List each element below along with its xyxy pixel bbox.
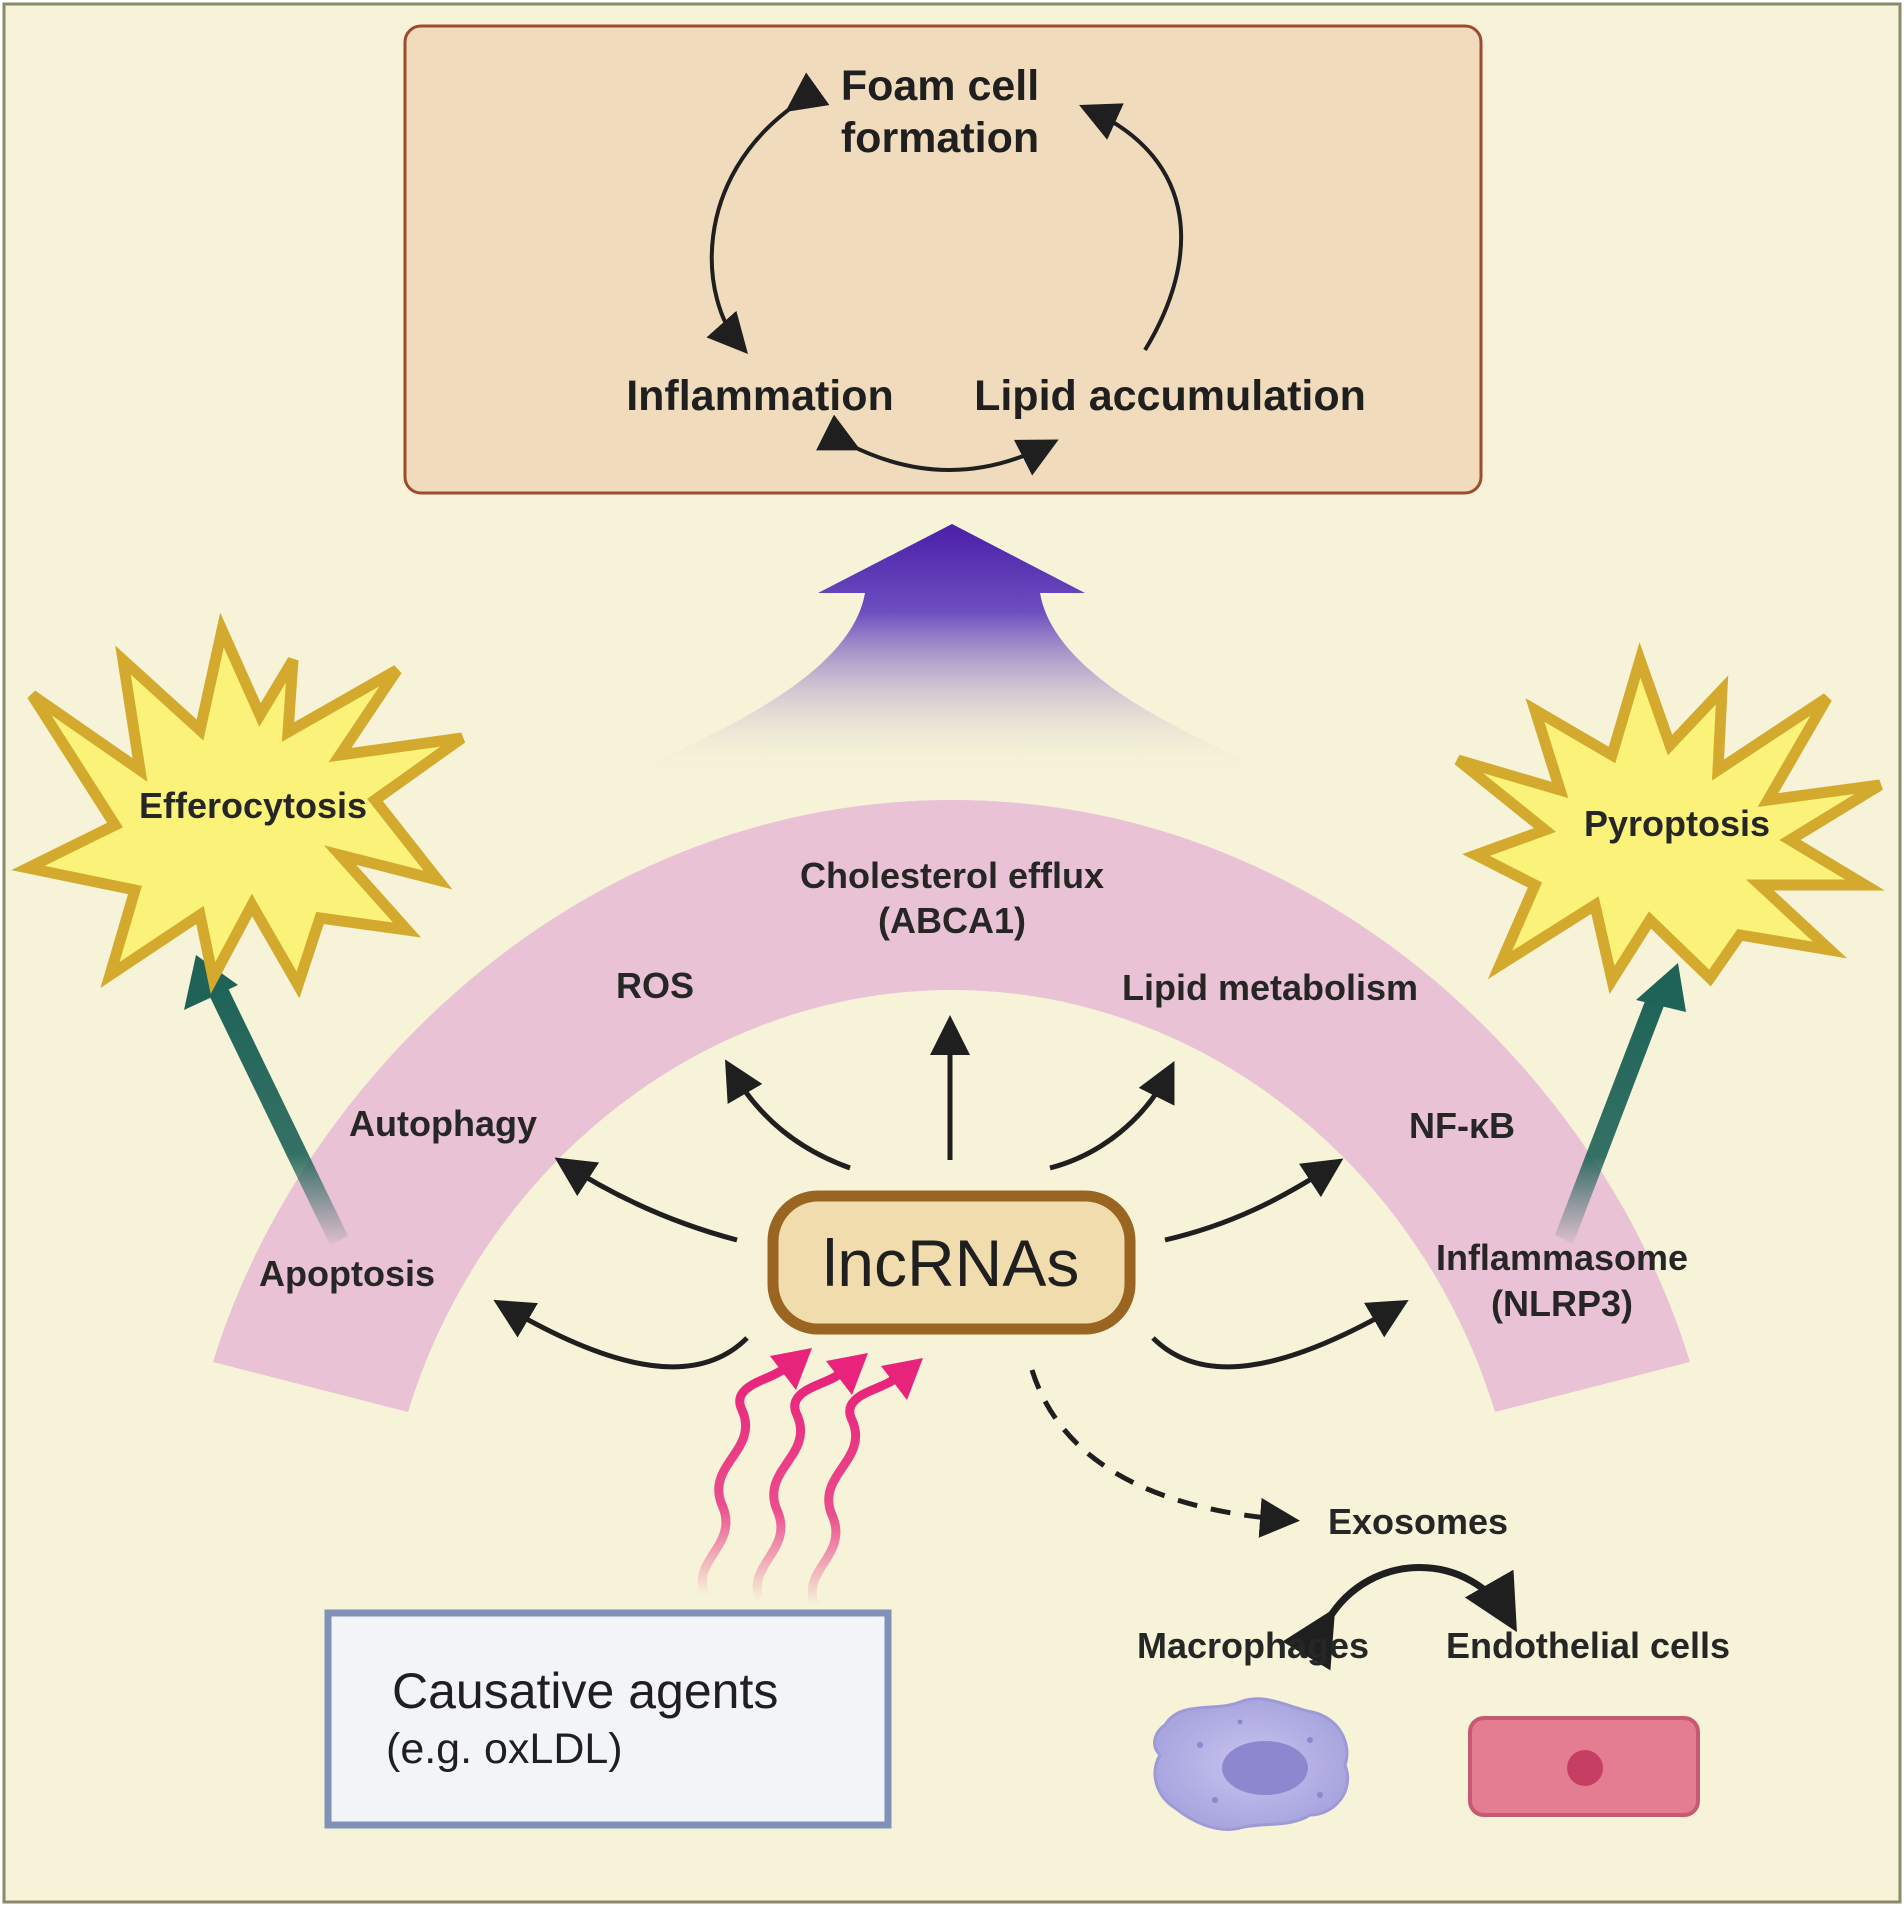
lncrnas-label: lncRNAs (823, 1226, 1080, 1300)
cycle-arrow-right (1079, 103, 1184, 352)
macrophages-label: Macrophages (1137, 1625, 1369, 1666)
ros-label: ROS (616, 965, 694, 1006)
cholesterol-efflux-label-line2: (ABCA1) (878, 900, 1026, 941)
autophagy-label: Autophagy (349, 1103, 537, 1144)
causative-agents-box: Causative agents (e.g. oxLDL) (324, 1609, 892, 1829)
inflammasome-label-line2: (NLRP3) (1491, 1283, 1633, 1324)
foam-cell-label-line1: Foam cell (841, 62, 1039, 110)
inflammation-label: Inflammation (626, 372, 894, 420)
macrophage-cell-icon (1153, 1697, 1350, 1831)
big-upward-arrow (625, 524, 1280, 775)
pyroptosis-label: Pyroptosis (1584, 803, 1770, 844)
pyroptosis-burst: Pyroptosis (1454, 642, 1885, 995)
nfkb-label: NF-κB (1409, 1105, 1515, 1146)
lncrna-radiating-arrows (493, 1015, 1409, 1538)
foam-cell-cycle-box: Foam cell formation Inflammation Lipid a… (403, 24, 1483, 495)
wave-arrow-3 (807, 1375, 898, 1610)
wave-arrowhead-3 (881, 1358, 923, 1400)
arrow-to-exosomes (1029, 1369, 1300, 1538)
efferocytosis-label: Efferocytosis (139, 785, 367, 826)
regulation-arc-band (213, 800, 1690, 1412)
exosomes-label: Exosomes (1328, 1501, 1508, 1542)
wave-arrowhead-1 (770, 1348, 812, 1390)
cycle-arrow-left (706, 72, 830, 354)
endothelial-cell-icon (1468, 1716, 1700, 1817)
endothelial-cells-label: Endothelial cells (1446, 1625, 1730, 1666)
lipid-accumulation-label: Lipid accumulation (974, 372, 1366, 420)
wave-arrowhead-2 (826, 1353, 868, 1395)
arrow-to-nfkb (1164, 1158, 1344, 1243)
cholesterol-efflux-label-line1: Cholesterol efflux (800, 855, 1104, 896)
efferocytosis-burst: Efferocytosis (11, 612, 466, 999)
wave-arrow-1 (697, 1365, 787, 1600)
arrow-to-apoptosis (493, 1299, 749, 1370)
apoptosis-label: Apoptosis (259, 1253, 435, 1294)
lipid-metabolism-label: Lipid metabolism (1122, 967, 1418, 1008)
arrow-to-lipid-metabolism (1049, 1061, 1175, 1171)
arrow-to-inflammasome (1151, 1299, 1409, 1370)
teal-arrow-right (1555, 963, 1686, 1244)
arrow-to-autophagy (554, 1157, 738, 1243)
inflammasome-label-line1: Inflammasome (1436, 1237, 1688, 1278)
causative-agents-label: Causative agents (392, 1663, 778, 1719)
cycle-arrow-bottom (816, 414, 1059, 476)
arrow-to-ros (724, 1059, 851, 1171)
lncrnas-node: lncRNAs (767, 1190, 1136, 1335)
causative-signal-waves (697, 1348, 923, 1610)
exosome-exchange-arrow (1282, 1564, 1517, 1671)
wave-arrow-2 (752, 1370, 843, 1605)
causative-example-label: (e.g. oxLDL) (386, 1725, 623, 1773)
foam-cell-label-line2: formation (841, 114, 1039, 162)
